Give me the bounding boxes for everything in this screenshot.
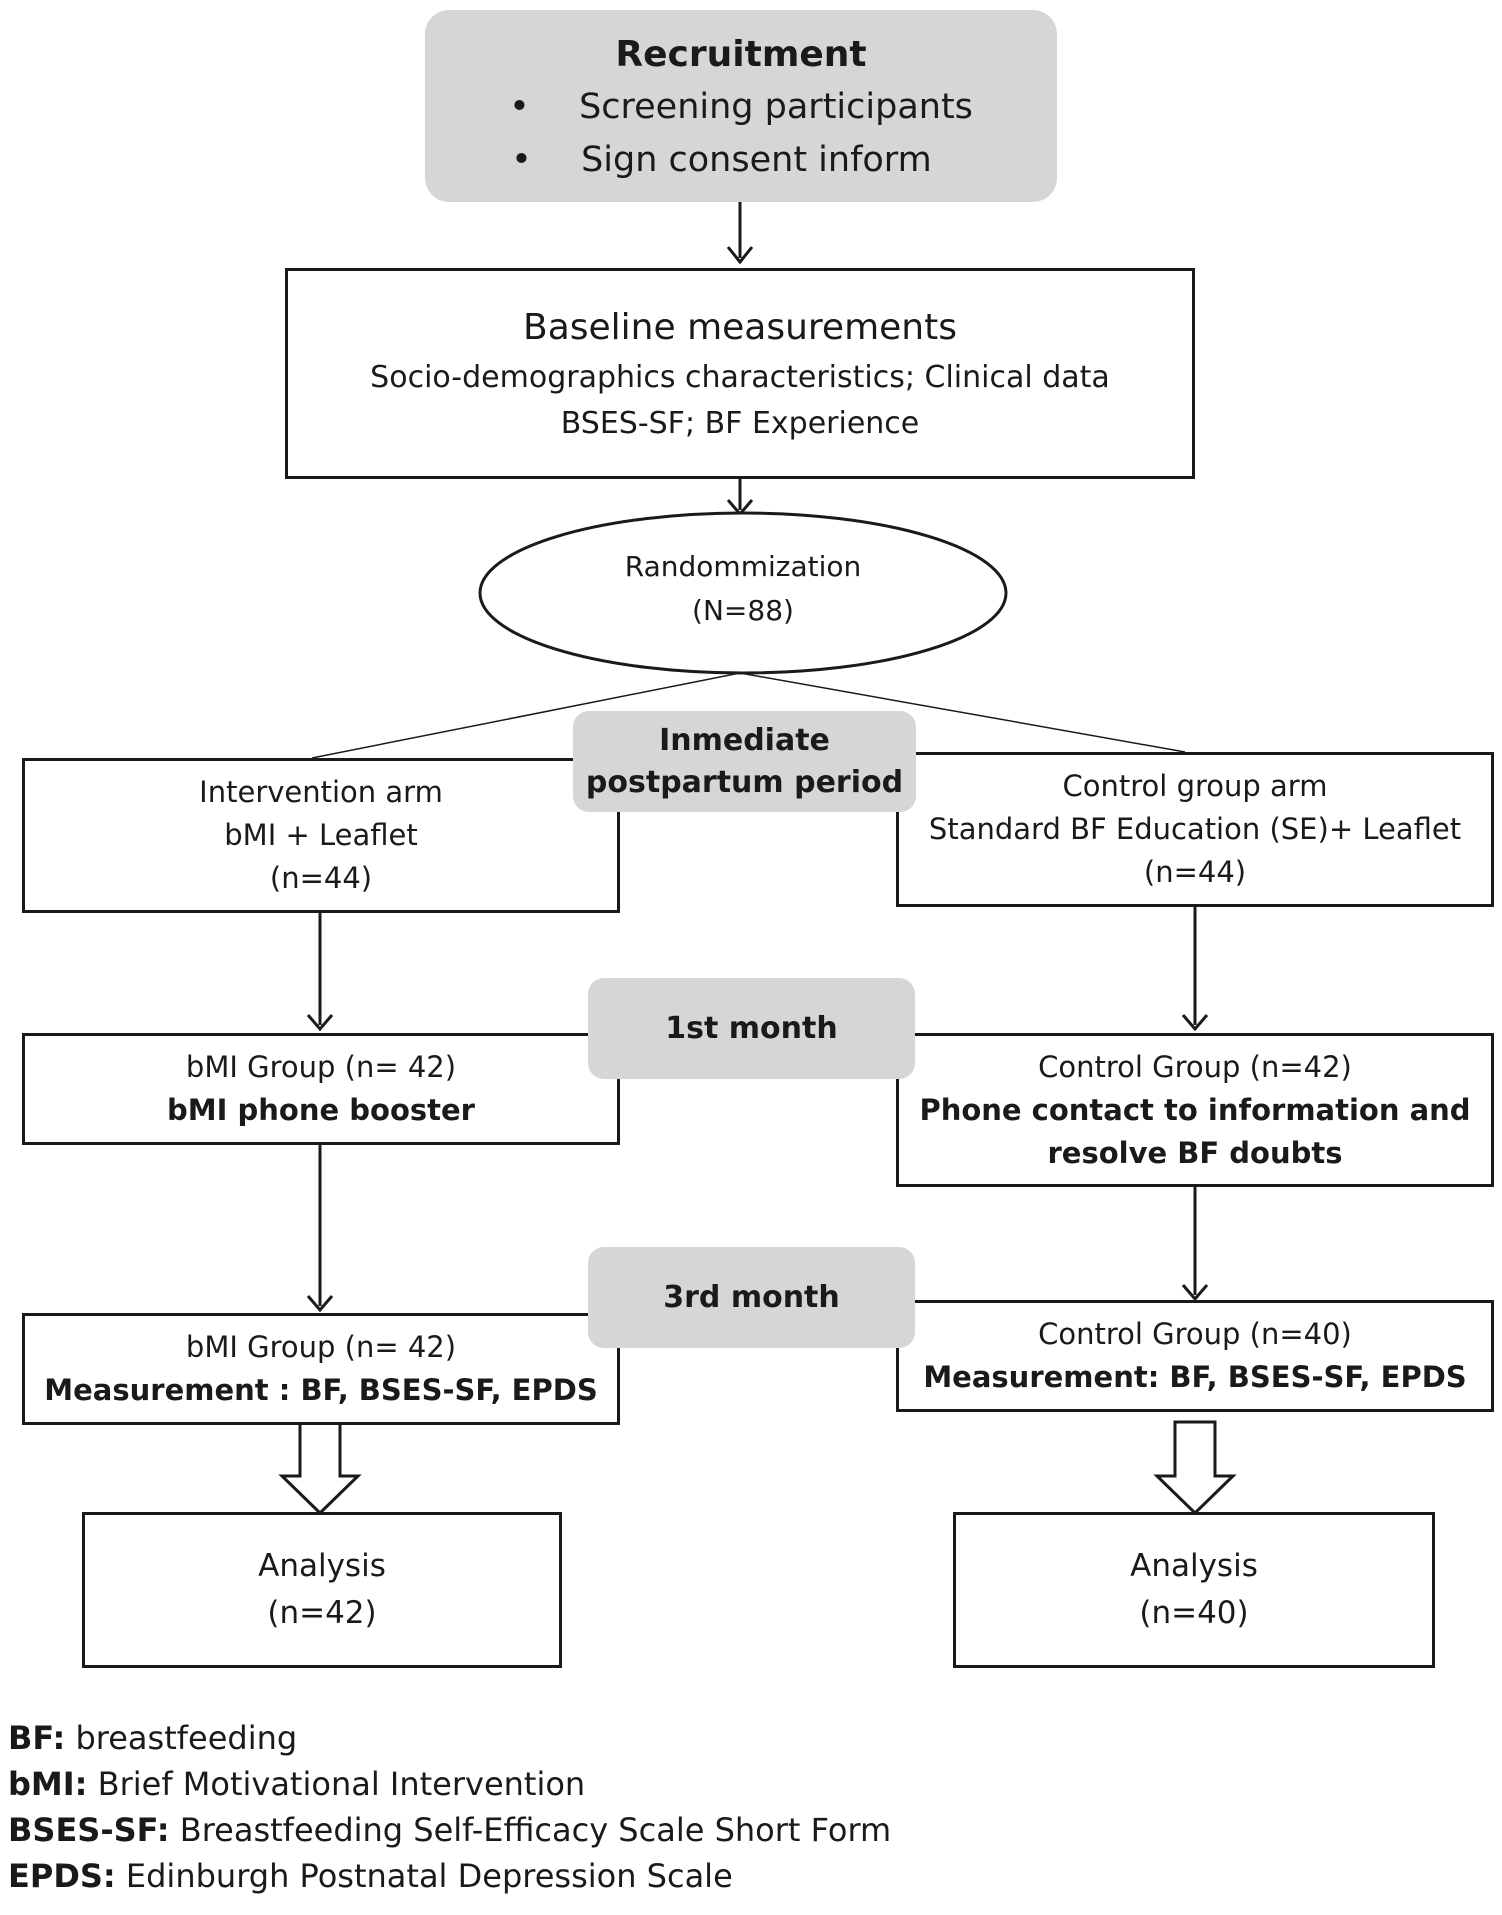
- control-arm-title: Control group arm: [1062, 769, 1328, 803]
- arrow-recruitment-to-baseline: [726, 200, 754, 265]
- control-arm-n: (n=44): [1143, 855, 1247, 889]
- recruitment-box: Recruitment •Screening participants •Sig…: [425, 10, 1057, 202]
- baseline-line1: Socio-demographics characteristics; Clin…: [370, 359, 1110, 395]
- intervention-arm-n: (n=44): [269, 861, 373, 895]
- control-month3-detail-bold: Measurement: [923, 1360, 1148, 1394]
- recruitment-item: •Screening participants: [509, 81, 973, 134]
- control-month1-title: Control Group (n=42): [1038, 1049, 1352, 1084]
- legend-text: Breastfeeding Self-Efficacy Scale Short …: [179, 1811, 892, 1849]
- stage-1st-month: 1st month: [588, 978, 915, 1079]
- control-month1-detail-line2: resolve BF doubts: [1047, 1135, 1343, 1170]
- split-line-left: [311, 672, 741, 759]
- recruitment-item: •Sign consent inform: [509, 134, 973, 187]
- control-month3-detail-rest: : BF, BSES-SF, EPDS: [1147, 1360, 1467, 1394]
- legend-text: Edinburgh Postnatal Depression Scale: [125, 1857, 733, 1895]
- recruitment-title: Recruitment: [615, 34, 867, 75]
- recruitment-list: •Screening participants •Sign consent in…: [509, 81, 973, 187]
- legend-text: breastfeeding: [75, 1719, 298, 1757]
- bmi-month3-detail: Measurement : BF, BSES-SF, EPDS: [44, 1373, 598, 1407]
- legend-abbr: bMI:: [8, 1765, 88, 1803]
- arrow-intervention-to-month1: [306, 910, 334, 1032]
- baseline-box: Baseline measurements Socio-demographics…: [285, 268, 1195, 479]
- randomization-ellipse: [478, 511, 1008, 675]
- arrow-baseline-to-randomization: [726, 477, 754, 517]
- analysis-right-n: (n=40): [1139, 1595, 1249, 1631]
- bmi-month1-title: bMI Group (n= 42): [185, 1050, 457, 1084]
- stage-immediate-postpartum: Inmediate postpartum period: [573, 711, 916, 812]
- control-month3-title: Control Group (n=40): [1038, 1317, 1352, 1351]
- analysis-right-box: Analysis (n=40): [953, 1512, 1435, 1668]
- analysis-left-box: Analysis (n=42): [82, 1512, 562, 1668]
- stage-immediate-line2: postpartum period: [585, 764, 904, 800]
- control-month1-detail-line1: Phone contact to information and: [919, 1092, 1471, 1127]
- legend-text: Brief Motivational Intervention: [97, 1765, 586, 1803]
- arrow-control-to-month1: [1181, 905, 1209, 1032]
- randomization-n: (N=88): [692, 594, 794, 627]
- control-month1-box: Control Group (n=42) Phone contact to in…: [896, 1033, 1494, 1187]
- bmi-month3-box: bMI Group (n= 42) Measurement : BF, BSES…: [22, 1313, 620, 1425]
- legend-row: EPDS: Edinburgh Postnatal Depression Sca…: [8, 1853, 891, 1899]
- control-arm-detail: Standard BF Education (SE)+ Leaflet: [928, 812, 1462, 846]
- intervention-arm-title: Intervention arm: [199, 775, 443, 809]
- split-line-right: [739, 672, 1186, 753]
- stage-3rd-month-label: 3rd month: [663, 1279, 840, 1315]
- stage-immediate-line1: Inmediate: [659, 722, 830, 758]
- legend-abbr: BF:: [8, 1719, 66, 1757]
- bmi-month3-title: bMI Group (n= 42): [185, 1330, 457, 1364]
- legend-row: bMI: Brief Motivational Intervention: [8, 1761, 891, 1807]
- bmi-month1-detail: bMI phone booster: [167, 1093, 475, 1127]
- intervention-arm-detail: bMI + Leaflet: [224, 818, 418, 852]
- control-month3-detail: Measurement: BF, BSES-SF, EPDS: [923, 1356, 1466, 1399]
- analysis-left-title: Analysis: [258, 1548, 386, 1584]
- arrow-bmi-month1-to-month3: [306, 1143, 334, 1313]
- block-arrow-left: [278, 1420, 362, 1516]
- control-arm-box: Control group arm Standard BF Education …: [896, 752, 1494, 907]
- legend-row: BF: breastfeeding: [8, 1715, 891, 1761]
- baseline-title: Baseline measurements: [523, 306, 957, 348]
- bullet: •: [511, 140, 532, 180]
- legend-row: BSES-SF: Breastfeeding Self-Efficacy Sca…: [8, 1807, 891, 1853]
- bullet: •: [509, 87, 530, 127]
- abbreviation-legend: BF: breastfeeding bMI: Brief Motivationa…: [8, 1715, 891, 1899]
- stage-1st-month-label: 1st month: [665, 1010, 838, 1046]
- legend-abbr: BSES-SF:: [8, 1811, 170, 1849]
- block-arrow-right: [1153, 1420, 1237, 1516]
- analysis-right-title: Analysis: [1130, 1548, 1258, 1584]
- bmi-month1-box: bMI Group (n= 42) bMI phone booster: [22, 1033, 620, 1145]
- control-month3-box: Control Group (n=40) Measurement: BF, BS…: [896, 1300, 1494, 1412]
- analysis-left-n: (n=42): [267, 1595, 377, 1631]
- arrow-control-month1-to-month3: [1181, 1185, 1209, 1302]
- randomization-label: Randommization: [624, 550, 862, 583]
- randomization-node: Randommization (N=88): [480, 545, 1006, 633]
- stage-3rd-month: 3rd month: [588, 1247, 915, 1348]
- baseline-line2: BSES-SF; BF Experience: [560, 405, 920, 441]
- legend-abbr: EPDS:: [8, 1857, 116, 1895]
- intervention-arm-box: Intervention arm bMI + Leaflet (n=44): [22, 758, 620, 913]
